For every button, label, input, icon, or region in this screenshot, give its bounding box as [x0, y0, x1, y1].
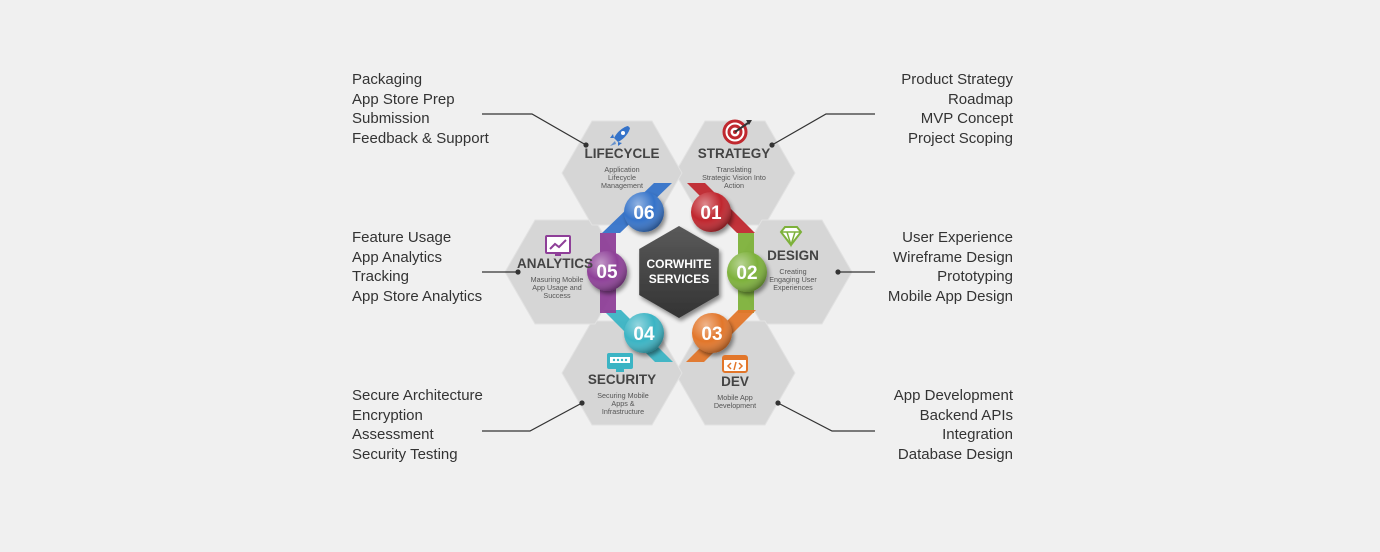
number-badge-shine [624, 313, 664, 353]
number-badge-dev: 03 [692, 313, 732, 353]
connector-line-dev [777, 402, 875, 432]
connector-line-security [482, 402, 583, 432]
segment-description-line: Success [543, 291, 571, 300]
segment-title-security: SECURITY [588, 372, 656, 387]
list-item: Feature Usage [352, 229, 452, 246]
dev-item-list: App Development Backend APIs Integration… [894, 386, 1013, 464]
segment-title-lifecycle: LIFECYCLE [584, 146, 659, 161]
number-badge-shine [587, 251, 627, 291]
lifecycle-item-list: Packaging App Store Prep Submission Feed… [352, 70, 489, 148]
segment-description-line: App Usage and [532, 283, 582, 292]
number-badge-lifecycle: 06 [624, 192, 664, 232]
list-item: User Experience [902, 229, 1013, 246]
list-item: Integration [942, 426, 1013, 443]
connector-line-lifecycle [482, 113, 587, 146]
list-item: Mobile App Design [887, 287, 1013, 305]
segment-description-line: Securing Mobile [597, 391, 649, 400]
list-item: App Store Analytics [352, 287, 483, 305]
segment-description-line: Apps & [611, 399, 634, 408]
analytics-item-list: Feature Usage App Analytics Tracking App… [352, 228, 482, 306]
list-item: Roadmap [947, 90, 1013, 108]
list-item: App Store Prep [352, 90, 455, 108]
security-item-list: Secure Architecture Encryption Assessmen… [352, 386, 483, 464]
gem-icon [779, 226, 803, 248]
number-badge-label: 01 [700, 203, 722, 224]
number-badge-analytics: 05 [587, 251, 627, 291]
list-item: Prototyping [937, 268, 1013, 285]
center-label-line2: SERVICES [649, 272, 709, 286]
segment-title-analytics: ANALYTICS [517, 256, 593, 271]
connector-dot-security [579, 400, 585, 406]
list-item: Feedback & Support [352, 129, 489, 147]
segment-title-design: DESIGN [767, 248, 819, 263]
list-item: Product Strategy [901, 71, 1013, 88]
list-item: Secure Architecture [352, 387, 483, 404]
segment-description-line: Masuring Mobile [531, 275, 584, 284]
list-item: Security Testing [352, 445, 458, 463]
list-item: App Development [893, 387, 1013, 404]
segment-description-line: Translating [716, 165, 751, 174]
number-badge-security: 04 [624, 313, 664, 353]
list-item: Packaging [352, 71, 423, 88]
number-badge-label: 02 [736, 263, 757, 284]
number-badge-label: 05 [596, 262, 618, 283]
connector-line-strategy [771, 113, 875, 146]
connector-dot-strategy [769, 142, 775, 148]
password-screen-icon [607, 353, 633, 372]
number-badge-shine [691, 192, 731, 232]
number-badge-strategy: 01 [691, 192, 731, 232]
number-badge-design: 02 [727, 252, 767, 292]
number-badge-label: 06 [633, 203, 654, 224]
number-badge-label: 03 [701, 324, 722, 345]
segment-description-line: Development [714, 401, 756, 410]
strategy-item-list: Product Strategy Roadmap MVP Concept Pro… [901, 70, 1013, 148]
segment-description-line: Action [724, 181, 744, 190]
list-item: Assessment [352, 426, 434, 443]
connector-dot-dev [775, 400, 781, 406]
number-badge-label: 04 [633, 324, 655, 345]
segment-description-line: Lifecycle [608, 173, 636, 182]
segment-description-line: Management [601, 181, 643, 190]
design-item-list: User Experience Wireframe Design Prototy… [888, 228, 1013, 306]
connector-dot-lifecycle [583, 142, 589, 148]
segment-title-strategy: STRATEGY [698, 146, 771, 161]
target-icon [722, 119, 752, 145]
number-badge-shine [727, 252, 767, 292]
list-item: Encryption [352, 406, 423, 424]
segment-description-line: Application [604, 165, 639, 174]
segment-description-line: Mobile App [717, 393, 753, 402]
list-item: Backend APIs [919, 406, 1013, 424]
connector-dot-analytics [515, 269, 521, 275]
list-item: Project Scoping [907, 129, 1013, 147]
chart-monitor-icon [545, 235, 571, 256]
segment-description-line: Infrastructure [602, 407, 644, 416]
list-item: Submission [352, 110, 430, 127]
list-item: Database Design [897, 445, 1013, 463]
segment-description-line: Engaging User [769, 275, 817, 284]
code-window-icon [722, 355, 748, 373]
center-hexagon [639, 226, 719, 318]
list-item: App Analytics [352, 248, 443, 266]
segment-description-line: Strategic Vision Into [702, 173, 766, 182]
list-item: MVP Concept [920, 110, 1013, 127]
list-item: Wireframe Design [892, 248, 1013, 266]
segment-title-dev: DEV [721, 374, 749, 389]
number-badge-shine [692, 313, 732, 353]
center-label-line1: CORWHITE [646, 257, 711, 271]
rocket-icon [610, 126, 630, 146]
connector-dot-design [835, 269, 841, 275]
number-badge-shine [624, 192, 664, 232]
segment-description-line: Experiences [773, 283, 813, 292]
segment-description-line: Creating [779, 267, 806, 276]
list-item: Tracking [352, 268, 409, 285]
